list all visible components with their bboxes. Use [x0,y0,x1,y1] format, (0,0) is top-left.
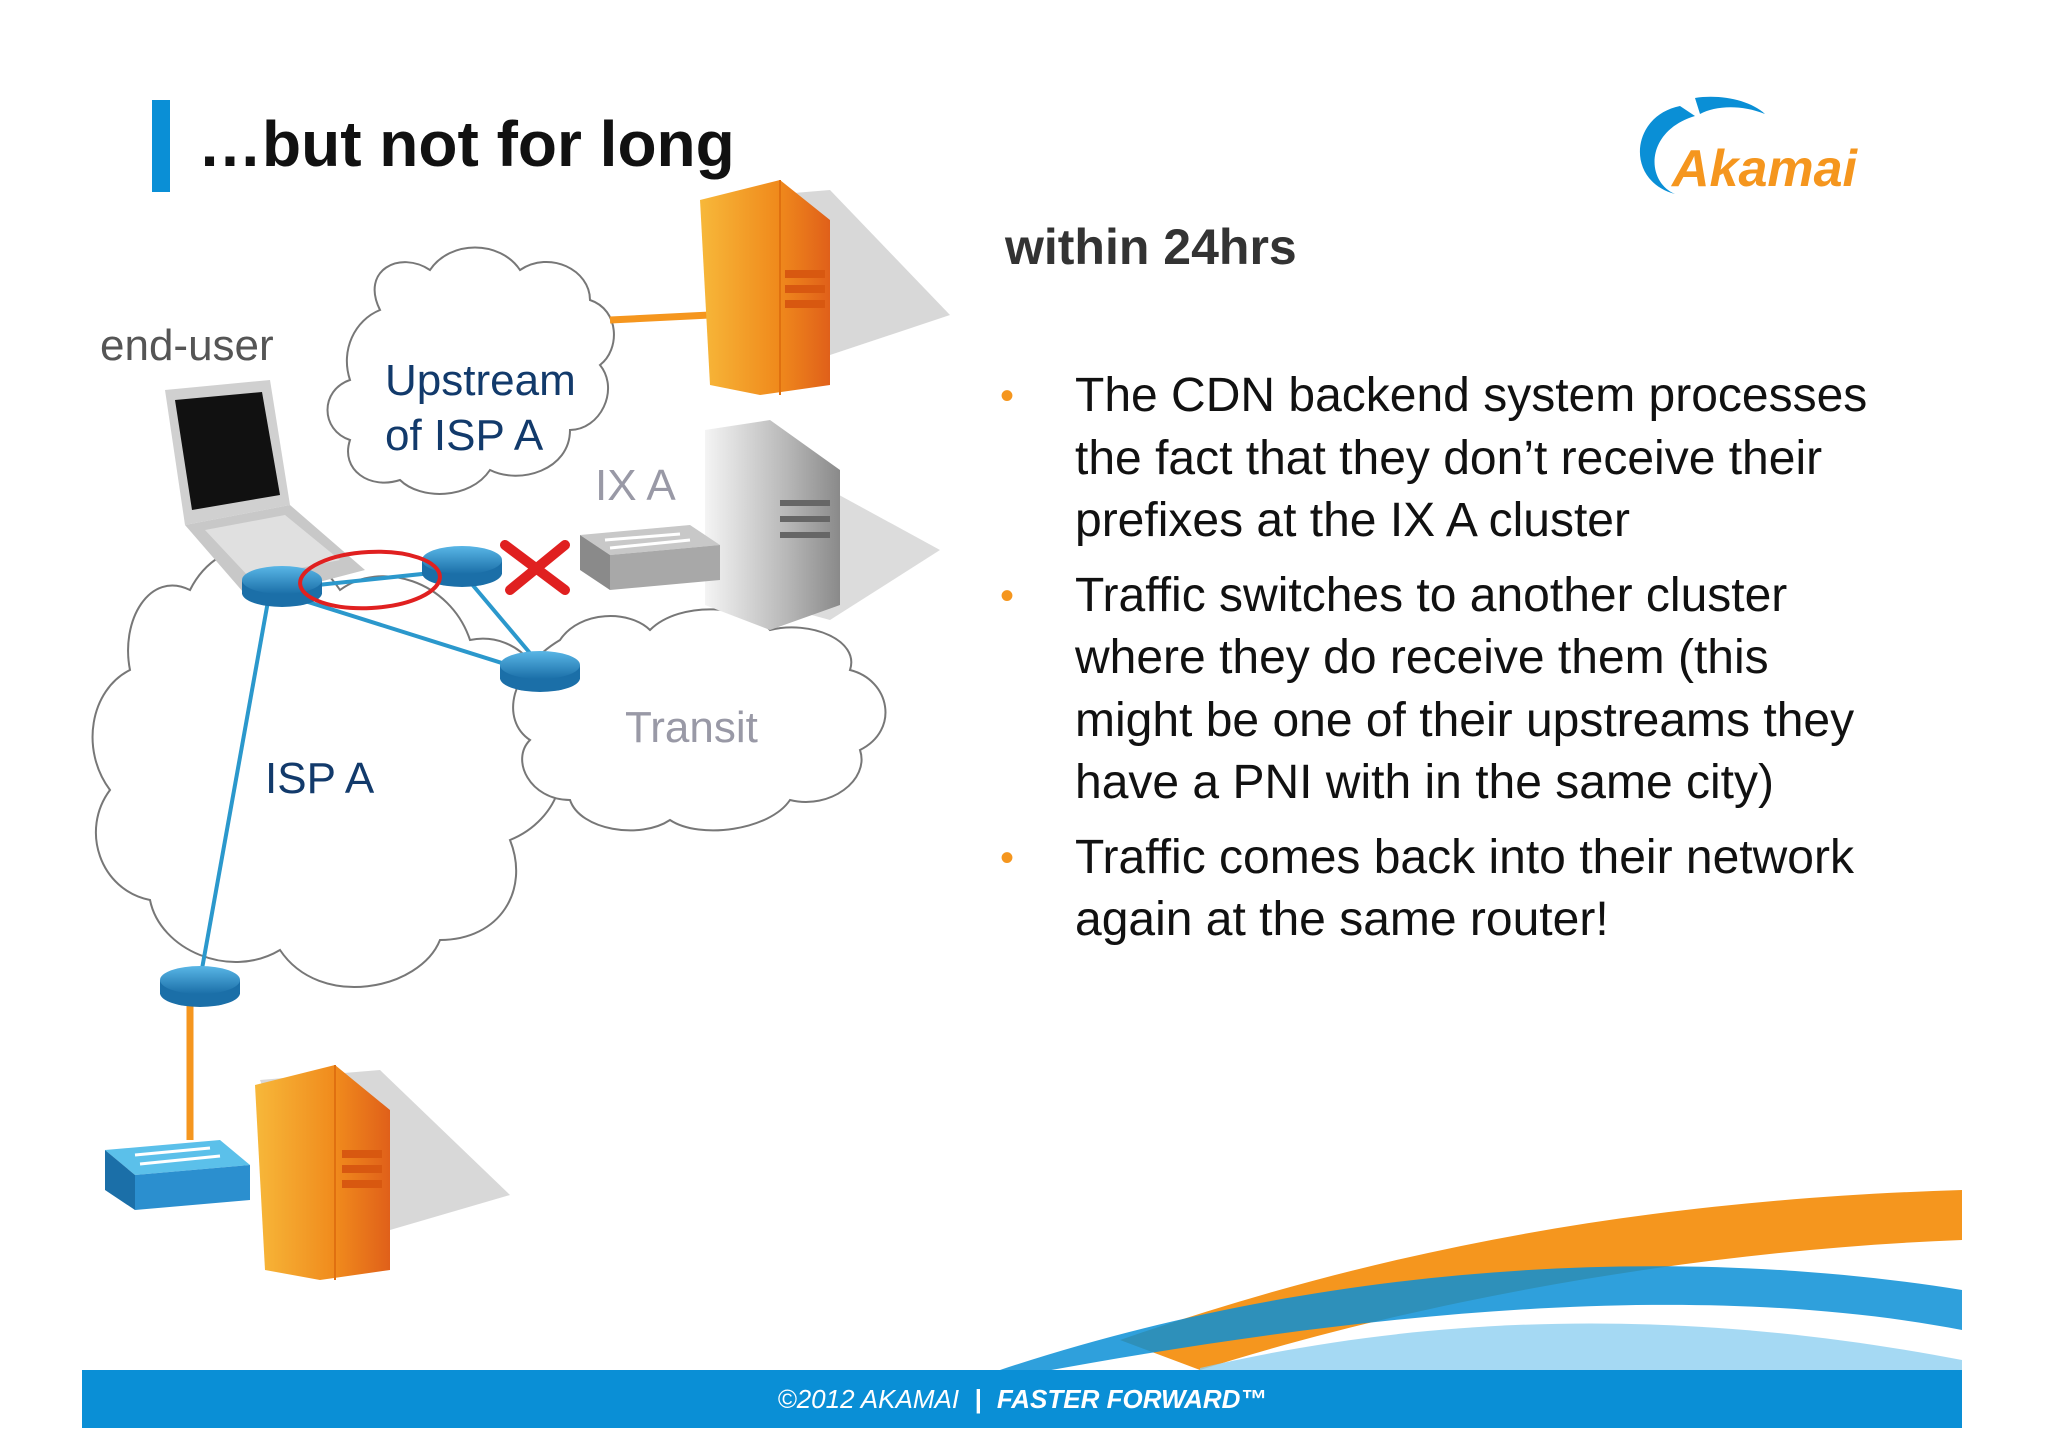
bullet-text: Traffic comes back into their network ag… [1075,830,1854,947]
cluster-server-icon [255,1065,510,1280]
bullet-list: • The CDN backend system processes the fa… [1000,365,1880,964]
bullet-dot-icon: • [1000,374,1015,418]
footer-separator: | [974,1384,982,1414]
title-accent-bar [152,100,170,192]
highlight-ellipse [298,549,442,611]
link-down-x-icon [500,540,570,595]
origin-server-top-icon [700,180,950,395]
bullet-item: • Traffic switches to another cluster whe… [1000,565,1880,815]
bullet-text: Traffic switches to another cluster wher… [1075,568,1855,810]
end-user-label: end-user [100,321,274,370]
router-icon [242,566,322,607]
bullet-item: • The CDN backend system processes the fa… [1000,365,1880,553]
logo-wordmark: Akamai [1670,140,1859,198]
isp-label: ISP A [265,754,375,803]
bullet-text: The CDN backend system processes the fac… [1075,369,1868,547]
slide-title: …but not for long [198,108,735,180]
router-icon [160,966,240,1007]
ix-server-icon [705,420,940,630]
footer-bar [82,1370,1962,1428]
router-icon [422,546,502,587]
akamai-logo: Akamai [1639,96,1859,198]
decorative-swoosh [1000,1190,1962,1375]
ix-label: IX A [595,461,676,510]
cluster-switch-icon [105,1140,250,1210]
footer-copyright: ©2012 AKAMAI [777,1384,960,1414]
footer: ©2012 AKAMAI | FASTER FORWARD™ [82,1370,1962,1428]
network-diagram: end-user Upstream of ISP A IX A Transit … [91,180,950,1280]
upstream-label: Upstream [385,356,576,405]
bullet-dot-icon: • [1000,573,1015,618]
transit-label: Transit [625,703,758,752]
subheading: within 24hrs [1005,219,1297,275]
ix-switch-icon [580,525,720,590]
bullet-item: • Traffic comes back into their network a… [1000,827,1880,952]
bullet-dot-icon: • [1000,835,1015,880]
footer-tagline: FASTER FORWARD™ [996,1384,1267,1414]
upstream-cloud [326,246,615,495]
upstream-label-line2: of ISP A [385,411,544,460]
isp-a-cloud [91,544,563,988]
router-icon [500,651,580,692]
